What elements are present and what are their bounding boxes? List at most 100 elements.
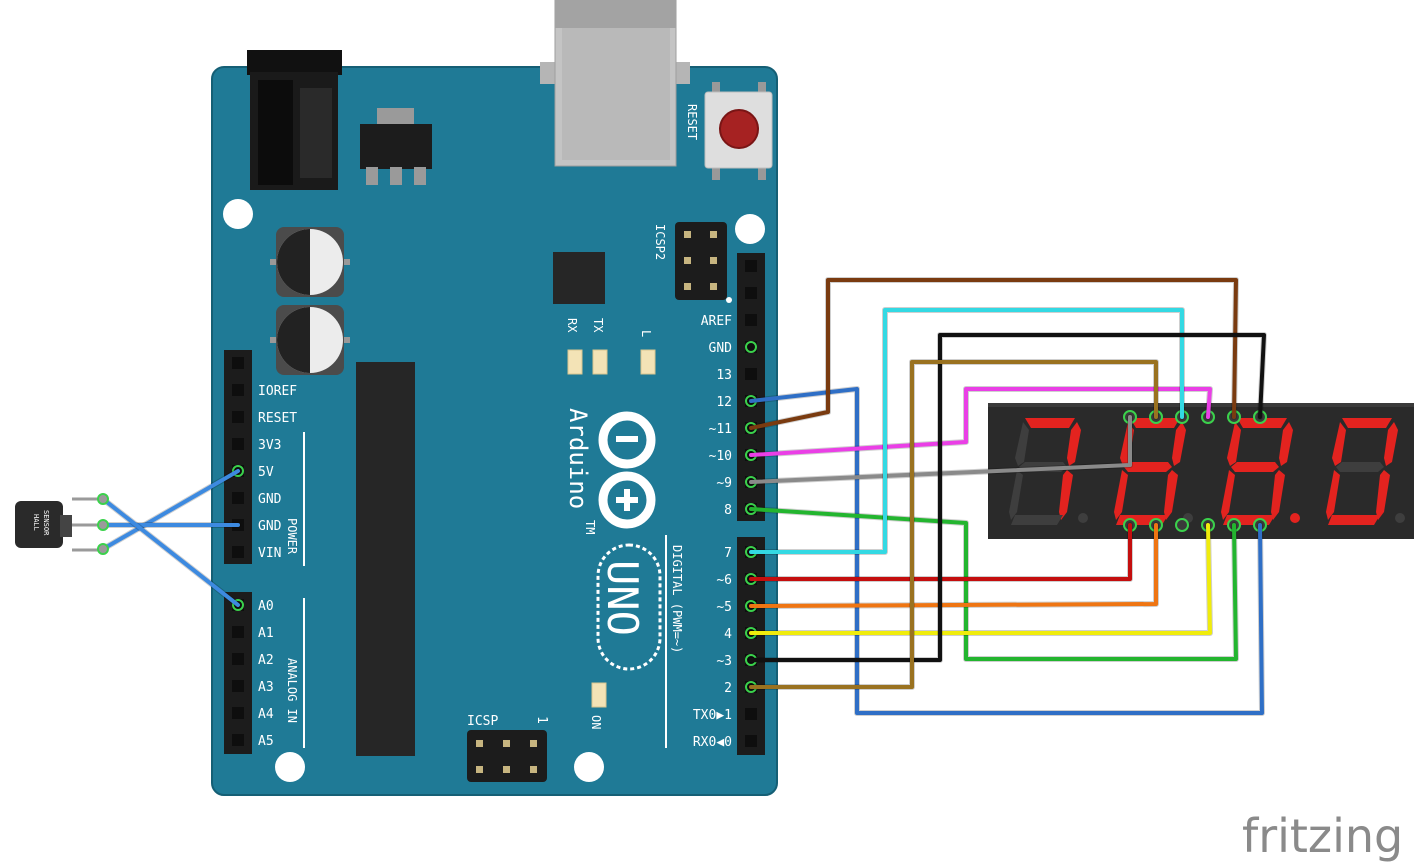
pin-label: A2	[258, 653, 274, 668]
capacitor	[270, 227, 350, 297]
uno-badge: UNO	[596, 543, 662, 671]
sensor-pin-marker	[97, 493, 109, 505]
l-led	[640, 349, 656, 375]
sensor-label-hall: HALL	[32, 514, 40, 531]
pin-label: GND	[709, 341, 733, 356]
display-segment	[1231, 462, 1279, 472]
wire-A0-sensor-pin-3[interactable]	[101, 497, 240, 607]
header-pin[interactable]	[745, 735, 757, 747]
pin-label: IOREF	[258, 384, 297, 399]
header-pin[interactable]	[232, 680, 244, 692]
wire-5V-sensor-pin-1[interactable]	[101, 469, 240, 551]
icsp-label: ICSP	[467, 714, 498, 729]
tm-mark: TM	[583, 520, 597, 534]
display-segment	[1067, 422, 1081, 466]
tx-label: TX	[591, 318, 605, 333]
wire-7-display[interactable]	[749, 308, 1184, 554]
header-pin[interactable]	[232, 653, 244, 665]
atmega-chip	[356, 362, 415, 756]
icsp2-header	[675, 222, 732, 303]
mounting-hole	[735, 214, 765, 244]
wire-12-display[interactable]	[749, 387, 1264, 715]
usb-chip	[553, 252, 605, 304]
pin-label: ~10	[709, 449, 732, 464]
pin-label: 8	[724, 503, 732, 518]
pin-label: ~6	[716, 573, 732, 588]
display-segment	[1124, 462, 1172, 472]
usb-connector	[540, 0, 690, 167]
pin-label: ~9	[716, 476, 732, 491]
display-segment	[1164, 470, 1178, 520]
header-pin[interactable]	[745, 314, 757, 326]
header-pin[interactable]	[745, 368, 757, 380]
display-segment	[1011, 515, 1063, 525]
header-pin[interactable]	[232, 734, 244, 746]
decimal-point	[1290, 513, 1300, 523]
display-segment	[1059, 470, 1073, 520]
wire-2-display[interactable]	[749, 360, 1158, 689]
header-pin[interactable]	[745, 287, 757, 299]
pin-label: TX0▶1	[693, 708, 732, 723]
wire-pin5-display[interactable]	[749, 523, 1158, 608]
wire-8-display[interactable]	[749, 507, 1238, 661]
display-segment	[1376, 470, 1390, 520]
pin-label: A5	[258, 734, 274, 749]
header-pin[interactable]	[232, 626, 244, 638]
wire-pin6-display[interactable]	[749, 523, 1132, 581]
header-pin[interactable]	[232, 707, 244, 719]
pin-connection-marker	[232, 465, 244, 477]
mounting-hole	[574, 752, 604, 782]
wire-pin3-display[interactable]	[749, 333, 1266, 662]
header-pin[interactable]	[232, 357, 244, 369]
display-segment	[1328, 515, 1380, 525]
display-segment	[1336, 462, 1384, 472]
analog-group-label: ANALOG IN	[285, 658, 299, 723]
mounting-hole	[275, 752, 305, 782]
header-pin[interactable]	[232, 438, 244, 450]
pin-label: A0	[258, 599, 274, 614]
wire-pin11-display[interactable]	[749, 278, 1238, 430]
svg-text:UNO: UNO	[598, 560, 647, 636]
pin-connection-marker	[232, 599, 244, 611]
capacitor	[270, 305, 350, 375]
hall-sensor: HALL SENSOR	[15, 497, 102, 552]
icsp-header	[467, 730, 547, 782]
wire-pin9-display[interactable]	[749, 415, 1132, 484]
display-segment	[1271, 470, 1285, 520]
display-segment	[1384, 422, 1398, 466]
pin-label: 12	[716, 395, 732, 410]
rx-led	[567, 349, 583, 375]
pin-label: ~11	[709, 422, 732, 437]
pin-label: A1	[258, 626, 274, 641]
pin-label: 13	[716, 368, 732, 383]
wire-pin10-display[interactable]	[749, 387, 1212, 457]
sensor-pin-marker	[97, 543, 109, 555]
arduino-wordmark: Arduino	[564, 408, 592, 509]
header-pin[interactable]	[745, 260, 757, 272]
header-pin[interactable]	[232, 384, 244, 396]
power-group-label: POWER	[285, 518, 299, 555]
pin-label: 4	[724, 627, 732, 642]
header-pin[interactable]	[745, 708, 757, 720]
display-segment	[1332, 422, 1346, 466]
wire-4-display[interactable]	[749, 523, 1212, 635]
pin-label: 3V3	[258, 438, 281, 453]
display-segment	[1015, 422, 1029, 466]
display-segment	[1221, 470, 1235, 520]
pin-connection-marker	[745, 341, 757, 353]
pin-label: VIN	[258, 546, 281, 561]
icsp2-label: ICSP2	[653, 224, 667, 260]
display-segment	[1279, 422, 1293, 466]
sensor-label-sensor: SENSOR	[42, 510, 50, 536]
fritzing-watermark: fritzing	[1242, 809, 1403, 863]
pin-label: RX0◀0	[693, 735, 732, 750]
header-pin[interactable]	[232, 411, 244, 423]
seven-segment-display	[988, 403, 1414, 539]
display-segment	[1342, 418, 1392, 428]
header-pin[interactable]	[232, 546, 244, 558]
reset-button[interactable]	[704, 82, 773, 180]
pin-label: GND	[258, 519, 282, 534]
pin-label: A3	[258, 680, 274, 695]
header-pin[interactable]	[232, 492, 244, 504]
pin-label: ~5	[716, 600, 732, 615]
